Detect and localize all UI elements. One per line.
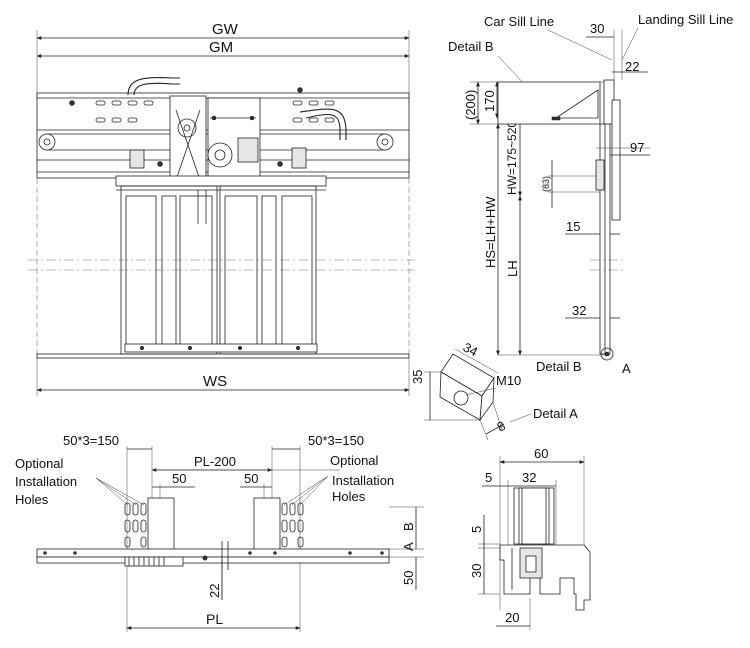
dim-22-side: 22 bbox=[625, 59, 639, 74]
ws-label: WS bbox=[203, 373, 227, 390]
optional-left-2: Installation bbox=[15, 474, 77, 489]
dim-22-bottom: 22 bbox=[207, 584, 222, 598]
optional-right-2: Installation bbox=[332, 473, 394, 488]
dim-35: 35 bbox=[410, 370, 425, 384]
slot-row-right bbox=[292, 100, 335, 123]
dim-97: 97 bbox=[630, 140, 644, 155]
dim-30-detail: 30 bbox=[469, 564, 484, 578]
dim-5-top: 5 bbox=[485, 470, 492, 485]
gm-label: GM bbox=[209, 39, 233, 56]
gw-label: GW bbox=[212, 21, 239, 38]
dim-32-side: 32 bbox=[572, 303, 586, 318]
dim-50-right: 50 bbox=[244, 471, 258, 486]
pitch-left: 50*3=150 bbox=[63, 433, 119, 448]
detail-a-title: Detail A bbox=[533, 406, 578, 421]
optional-left-3: Holes bbox=[15, 492, 49, 507]
dim-50-side: 50 bbox=[401, 571, 416, 585]
dim-34: 34 bbox=[461, 339, 481, 359]
optional-right-1: Optional bbox=[330, 453, 379, 468]
dim-60: 60 bbox=[534, 446, 548, 461]
dim-32-detail: 32 bbox=[522, 470, 536, 485]
optional-left-1: Optional bbox=[15, 456, 64, 471]
car-sill-line-label: Car Sill Line bbox=[484, 14, 554, 29]
dim-lh: LH bbox=[505, 260, 520, 277]
pl-minus-200: PL-200 bbox=[194, 454, 236, 469]
holes-left bbox=[124, 497, 175, 551]
detail-b: 60 5 32 5 30 20 bbox=[469, 446, 591, 630]
dim-83: (83) bbox=[541, 176, 551, 192]
detail-a-marker: A bbox=[622, 361, 631, 376]
bolt-label: M10 bbox=[496, 373, 521, 388]
slot-row-left bbox=[95, 100, 154, 123]
dim-170: 170 bbox=[482, 90, 497, 112]
door-operator-mechanism bbox=[129, 95, 307, 187]
pitch-right: 50*3=150 bbox=[308, 433, 364, 448]
dim-8: 8 bbox=[494, 418, 507, 435]
detail-a: 34 35 M10 8 Detail A bbox=[410, 339, 578, 441]
marker-a: A bbox=[401, 542, 416, 551]
dim-50-left: 50 bbox=[172, 471, 186, 486]
side-view: Car Sill Line Landing Sill Line 30 22 De… bbox=[448, 12, 733, 376]
landing-sill-line-label: Landing Sill Line bbox=[638, 12, 733, 27]
marker-b: B bbox=[401, 522, 416, 531]
dim-hs: HS=LH+HW bbox=[483, 196, 498, 268]
holes-right bbox=[253, 497, 304, 551]
pl-label: PL bbox=[206, 611, 223, 627]
dim-5-side: 5 bbox=[469, 526, 484, 533]
dim-30-side: 30 bbox=[590, 21, 604, 36]
dim-20: 20 bbox=[505, 610, 519, 625]
front-view: GW GM bbox=[28, 21, 415, 396]
detail-b-callout: Detail B bbox=[448, 39, 494, 54]
dim-200: (200) bbox=[463, 90, 478, 120]
dim-15: 15 bbox=[566, 219, 580, 234]
bottom-view: 50*3=150 50*3=150 PL-200 50 50 Optional … bbox=[15, 433, 424, 632]
detail-b-label: Detail B bbox=[536, 359, 582, 374]
optional-right-3: Holes bbox=[332, 489, 366, 504]
dim-hw: HW=175~520 bbox=[505, 121, 519, 195]
